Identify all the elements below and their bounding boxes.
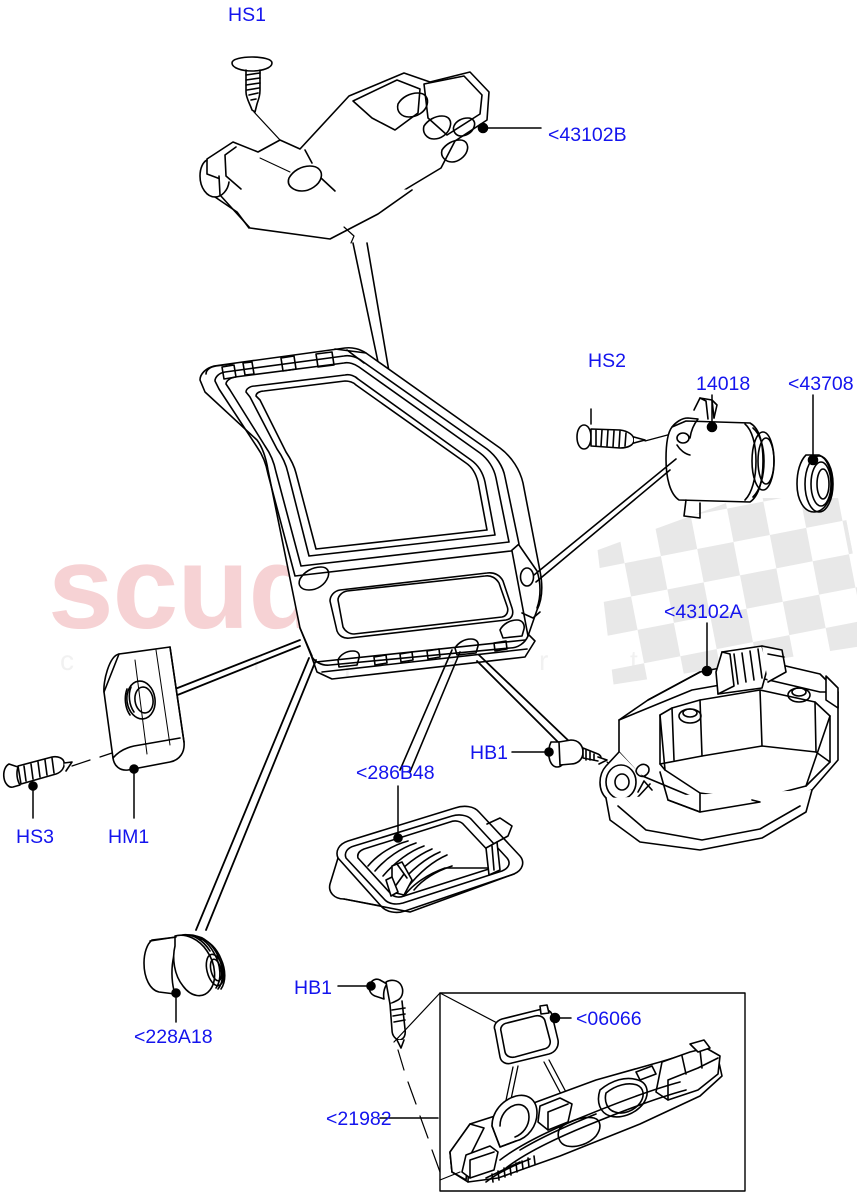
callout-hb1-upper: HB1 bbox=[470, 742, 508, 764]
callout-hs2: HS2 bbox=[588, 350, 626, 372]
callout-286b48: <286B48 bbox=[356, 762, 435, 784]
striker-bracket-21982 bbox=[439, 1039, 723, 1183]
bolt-hb1-lower-icon bbox=[337, 978, 407, 1049]
callout-43708: <43708 bbox=[788, 373, 854, 395]
bolt-hb1-upper-icon bbox=[511, 739, 608, 768]
screw-hs3-icon bbox=[2, 755, 73, 819]
callout-43102b: <43102B bbox=[548, 124, 627, 146]
callout-228a18: <228A18 bbox=[134, 1026, 213, 1048]
bump-stop-wedge-HM1 bbox=[103, 646, 185, 819]
tailgate-panel bbox=[199, 346, 543, 680]
handle-trim-bezel-286B48 bbox=[328, 785, 524, 914]
callout-hb1-lower: HB1 bbox=[294, 977, 332, 999]
callout-06066: <06066 bbox=[576, 1008, 642, 1030]
callout-hm1: HM1 bbox=[108, 826, 150, 848]
tailgate-latch-upper-43102B bbox=[199, 71, 490, 244]
screw-hs2-icon bbox=[576, 424, 646, 450]
callout-43102a: <43102A bbox=[664, 601, 743, 623]
callout-hs1: HS1 bbox=[228, 4, 266, 26]
tailgate-latch-lower-43102A bbox=[599, 622, 839, 851]
callout-hs3: HS3 bbox=[16, 826, 54, 848]
callout-14018: 14018 bbox=[696, 373, 751, 395]
rubber-buffer-228A18 bbox=[143, 933, 226, 1023]
callout-21982: <21982 bbox=[326, 1108, 392, 1130]
screw-hs1-icon bbox=[231, 56, 273, 113]
striker-barrel-14018 bbox=[665, 394, 775, 519]
cap-cover-06066 bbox=[493, 1004, 572, 1106]
striker-seal-ring-43708 bbox=[796, 394, 834, 513]
